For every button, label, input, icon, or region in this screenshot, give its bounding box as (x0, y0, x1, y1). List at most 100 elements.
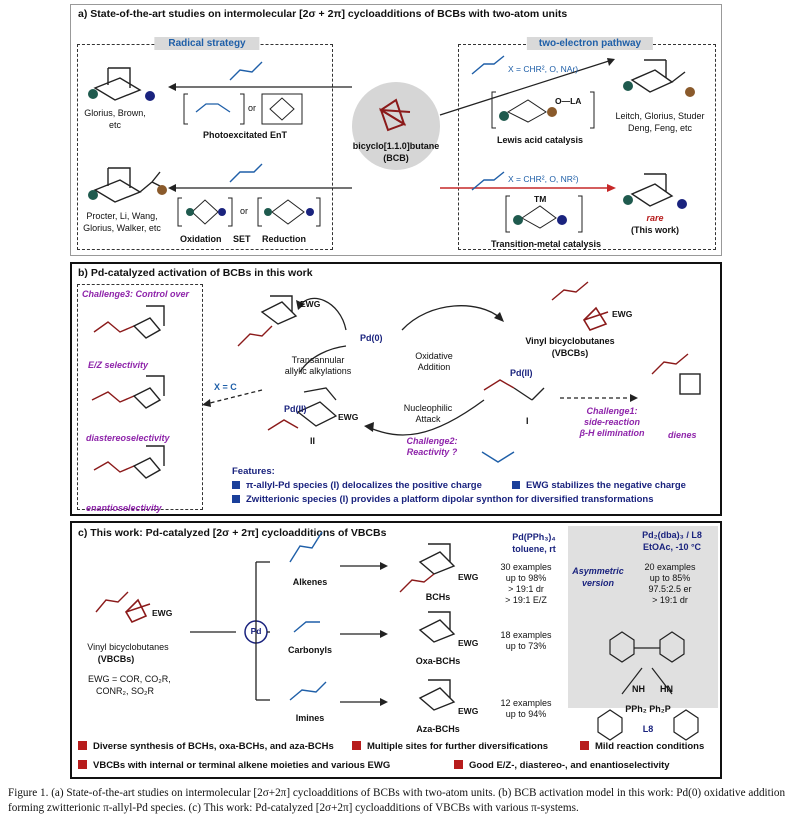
bullet-square-2 (352, 741, 361, 750)
photoexcited-label: Photoexcitated EnT (202, 130, 288, 140)
tm-catalysis-label: Transition-metal catalysis (490, 239, 602, 249)
ewg-c4: EWG (458, 706, 479, 716)
oxa-bchs-label: Oxa-BCHs (415, 656, 461, 666)
challenge3-box (77, 284, 203, 510)
bullet-4-text: VBCBs with internal or terminal alkene m… (93, 760, 391, 771)
rare-label: rare (646, 213, 664, 223)
bullet-4: VBCBs with internal or terminal alkene m… (78, 760, 390, 771)
bullet-square-4 (78, 760, 87, 769)
vbcb-label-1: Vinyl bicyclobutanes (525, 336, 615, 346)
vbcb-name-2: (VBCBs) (97, 654, 135, 664)
pd0-label: Pd(0) (360, 333, 383, 343)
panel-b (70, 262, 722, 516)
asym-stats-1: 20 examples (644, 562, 696, 572)
lewis-acid-label: Lewis acid catalysis (496, 135, 584, 145)
stats1-1: 30 examples (500, 562, 552, 572)
vbcb-label-2: (VBCBs) (551, 348, 589, 358)
aza-bchs-label: Aza-BCHs (416, 724, 460, 734)
asym-stats-2: up to 85% (649, 573, 691, 583)
bullet-square-1 (78, 741, 87, 750)
asymmetric-panel (568, 526, 718, 708)
bullet-2-text: Multiple sites for further diversificati… (367, 741, 549, 752)
carbonyls-label: Carbonyls (287, 645, 333, 655)
bullet-2: Multiple sites for further diversificati… (352, 741, 548, 752)
asym-stats-4: > 19:1 dr (652, 595, 688, 605)
cond2-line2: EtOAc, -10 °C (642, 542, 702, 552)
x-def-bottom: X = CHR², O, NR²) (508, 174, 579, 184)
feature-bullet-3 (232, 495, 240, 503)
stats2-2: up to 73% (505, 641, 547, 651)
glorius-product (93, 67, 142, 101)
or-1: or (248, 103, 257, 113)
figure-caption: Figure 1. (a) State-of-the-art studies o… (8, 787, 786, 814)
transannular-2: allylic alkylations (284, 366, 352, 376)
ewg-b3: EWG (300, 299, 321, 309)
reduction-label: Reduction (262, 234, 306, 244)
ewg-b1: EWG (612, 309, 633, 319)
hn-label: HN (660, 684, 673, 694)
oxidative-2: Addition (417, 362, 451, 372)
stats1-4: > 19:1 E/Z (505, 595, 547, 605)
set-label: SET (233, 234, 251, 244)
left-top-authors-2: etc (108, 120, 122, 130)
pd-circle-label: Pd (250, 626, 262, 636)
feature-bullet-2 (512, 481, 520, 489)
features-title: Features: (232, 466, 275, 477)
two-electron-label: two-electron pathway (526, 37, 654, 50)
ewg-c1: EWG (152, 608, 173, 618)
bullet-square-3 (580, 741, 589, 750)
bullet-5-text: Good E/Z-, diastereo-, and enantioselect… (469, 760, 670, 771)
bullet-5: Good E/Z-, diastereo-, and enantioselect… (454, 760, 670, 771)
cond1-line1: Pd(PPh₃)₄ (512, 532, 556, 542)
or-2: or (240, 206, 249, 216)
asym-1: Asymmetric (572, 566, 624, 576)
challenge3-label: Challenge3: Control over (82, 289, 190, 299)
left-top-authors-1: Glorius, Brown, (84, 108, 146, 118)
ewg-c2: EWG (458, 572, 479, 582)
roman-ii: II (310, 436, 316, 446)
dienes-label: dienes (668, 430, 697, 440)
center-bcb-structure (379, 98, 411, 132)
challenge1-1: Challenge1: (586, 406, 638, 416)
bullet-3-text: Mild reaction conditions (595, 741, 705, 752)
bcb-abbr: (BCB) (383, 153, 409, 163)
challenge1-3: β-H elimination (579, 428, 645, 438)
imines-label: Imines (295, 713, 325, 723)
challenge2-2: Reactivity ? (406, 447, 458, 457)
l8-label: L8 (642, 724, 654, 734)
panel-a (70, 4, 722, 256)
nh-label: NH (632, 684, 645, 694)
stats3-2: up to 94% (505, 709, 547, 719)
bullet-square-5 (454, 760, 463, 769)
right-top-authors-2: Deng, Feng, etc (627, 123, 693, 133)
vbcb-name-1: Vinyl bicyclobutanes (87, 642, 169, 652)
bcb-name: bicyclo[1.1.0]butane (352, 141, 440, 151)
ewg-def-2: CONR₂, SO₂R (96, 686, 154, 696)
bchs-label: BCHs (425, 592, 451, 602)
feature-2-text: EWG stabilizes the negative charge (526, 480, 686, 491)
challenge2-1: Challenge2: (406, 436, 458, 446)
transannular-1: Transannular (291, 355, 345, 365)
alkenes-label: Alkenes (292, 577, 328, 587)
radical-strategy-label: Radical strategy (154, 37, 260, 50)
stats3-1: 12 examples (500, 698, 552, 708)
bullet-1: Diverse synthesis of BCHs, oxa-BCHs, and… (78, 741, 334, 752)
right-top-authors-1: Leitch, Glorius, Studer (615, 111, 705, 121)
panel-c-title: c) This work: Pd-catalyzed [2σ + 2π] cyc… (78, 527, 387, 539)
tm-label: TM (534, 194, 547, 204)
ewg-c3: EWG (458, 638, 479, 648)
cond1-line2: toluene, rt (512, 544, 556, 554)
feature-3-text: Zwitterionic species (I) provides a plat… (246, 494, 654, 505)
roman-i: I (526, 416, 529, 426)
cond2-line1: Pd₂(dba)₃ / L8 (642, 530, 702, 540)
stats1-2: up to 98% (505, 573, 547, 583)
nucleophilic-2: Attack (415, 414, 441, 424)
panel-c (70, 521, 722, 779)
bullet-1-text: Diverse synthesis of BCHs, oxa-BCHs, and… (93, 741, 334, 752)
diastereoselectivity: diastereoselectivity (86, 433, 170, 443)
pd2-species-ii: Pd(II) (284, 404, 307, 414)
oxidation-label: Oxidation (180, 234, 222, 244)
